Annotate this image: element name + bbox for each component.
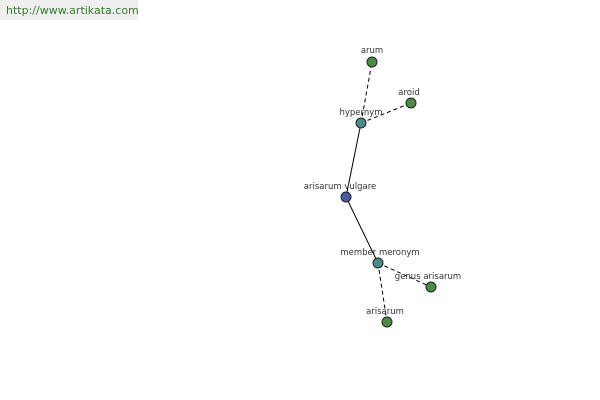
node-label: member meronym: [340, 248, 419, 258]
node-dot[interactable]: [355, 117, 367, 129]
edge-hypernym-to-aroid: [360, 102, 412, 124]
edge-hypernym-to-arum: [360, 61, 373, 124]
node-label: arum: [361, 46, 383, 56]
node-member-meronym[interactable]: member meronym: [340, 248, 420, 269]
node-center[interactable]: arisarum vulgare: [304, 182, 377, 203]
node-label: genus arisarum: [395, 272, 461, 282]
edge-member_meronym-to-arisarum: [377, 262, 388, 323]
edge-member_meronym-to-genus_arisarum: [377, 262, 432, 288]
node-dot[interactable]: [372, 257, 384, 269]
node-arum[interactable]: arum: [361, 46, 383, 68]
node-aroid[interactable]: aroid: [398, 88, 420, 109]
node-arisarum[interactable]: arisarum: [366, 307, 404, 328]
node-label: hypernym: [339, 108, 382, 118]
graph-nodes: arisarum vulgare hypernym member meronym ar…: [304, 46, 461, 328]
graph-edges: [345, 61, 432, 323]
node-dot[interactable]: [366, 56, 378, 68]
node-dot[interactable]: [425, 281, 437, 293]
node-genus-arisarum[interactable]: genus arisarum: [395, 272, 461, 293]
site-url-link[interactable]: http://www.artikata.com: [0, 0, 139, 20]
node-label: arisarum: [366, 307, 404, 317]
node-dot[interactable]: [381, 316, 393, 328]
node-label: aroid: [398, 88, 419, 98]
node-dot[interactable]: [405, 97, 417, 109]
node-dot[interactable]: [340, 191, 352, 203]
edge-center-to-hypernym: [345, 122, 362, 198]
edge-center-to-member_meronym: [345, 196, 379, 264]
node-hypernym[interactable]: hypernym: [339, 108, 383, 129]
node-label: arisarum vulgare: [304, 182, 377, 192]
